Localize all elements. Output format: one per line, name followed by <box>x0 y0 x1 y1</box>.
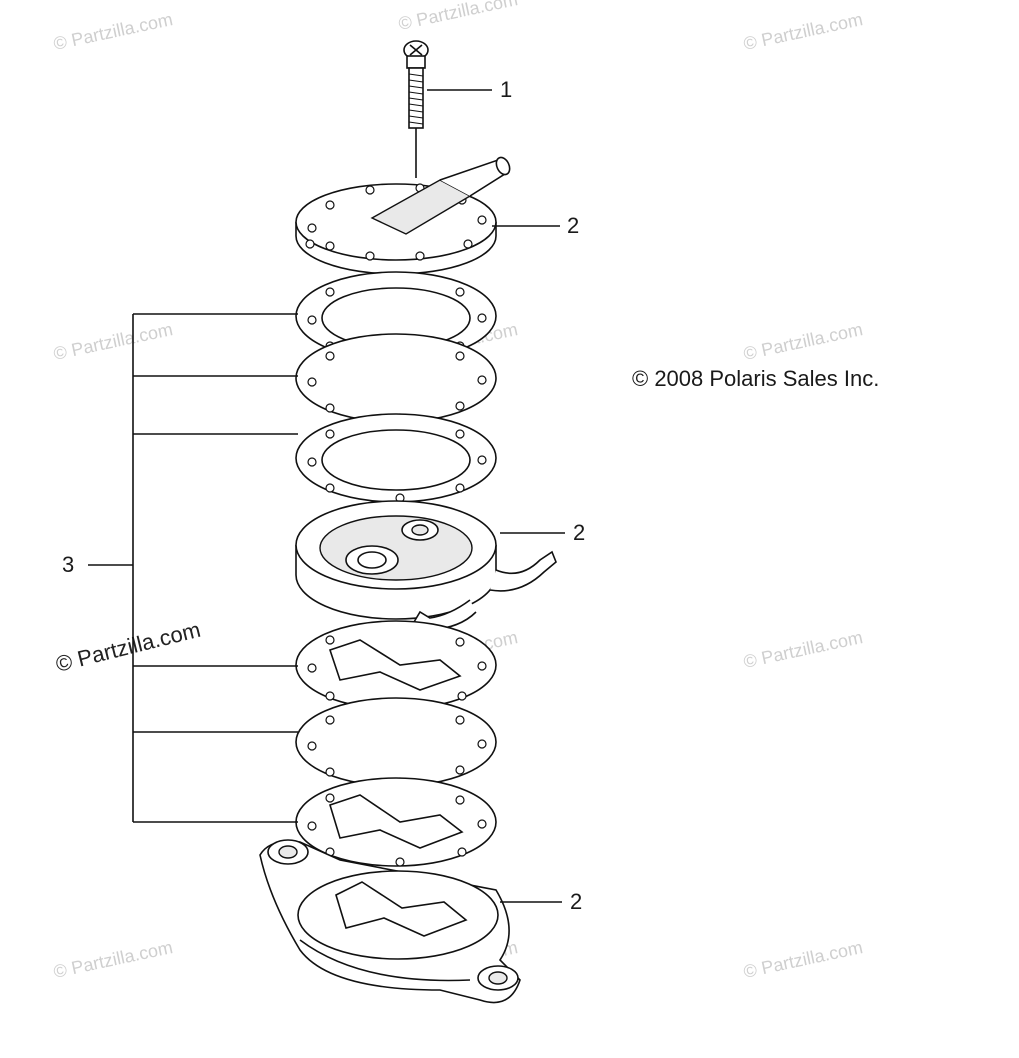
copyright-text: © 2008 Polaris Sales Inc. <box>632 366 879 391</box>
watermark: © Partzilla.com <box>52 9 175 54</box>
gasket-ring-2[interactable] <box>295 413 497 503</box>
watermark: © Partzilla.com <box>742 9 865 54</box>
base-part[interactable] <box>259 839 521 1004</box>
pump-body-part[interactable] <box>295 500 557 631</box>
callout-2b[interactable]: 2 <box>573 520 585 545</box>
watermark-strong: © Partzilla.com <box>53 617 203 677</box>
watermark: © Partzilla.com <box>742 937 865 982</box>
valve-gasket-1[interactable] <box>295 620 497 711</box>
top-cover-part[interactable] <box>295 155 512 275</box>
watermark: © Partzilla.com <box>52 937 175 982</box>
gasket-ring-1[interactable] <box>295 271 497 361</box>
diaphragm-2[interactable] <box>295 697 497 787</box>
callout-2a[interactable]: 2 <box>567 213 579 238</box>
diaphragm-1[interactable] <box>295 333 497 423</box>
watermark: © Partzilla.com <box>397 0 520 34</box>
callout-2c[interactable]: 2 <box>570 889 582 914</box>
watermark: © Partzilla.com <box>52 319 175 364</box>
valve-gasket-2[interactable] <box>295 777 497 867</box>
callout-1[interactable]: 1 <box>500 77 512 102</box>
watermark: © Partzilla.com <box>742 627 865 672</box>
watermark: © Partzilla.com <box>742 319 865 364</box>
bolt-part[interactable] <box>403 40 429 178</box>
kit-bracket <box>88 313 298 823</box>
callout-3[interactable]: 3 <box>62 552 74 577</box>
